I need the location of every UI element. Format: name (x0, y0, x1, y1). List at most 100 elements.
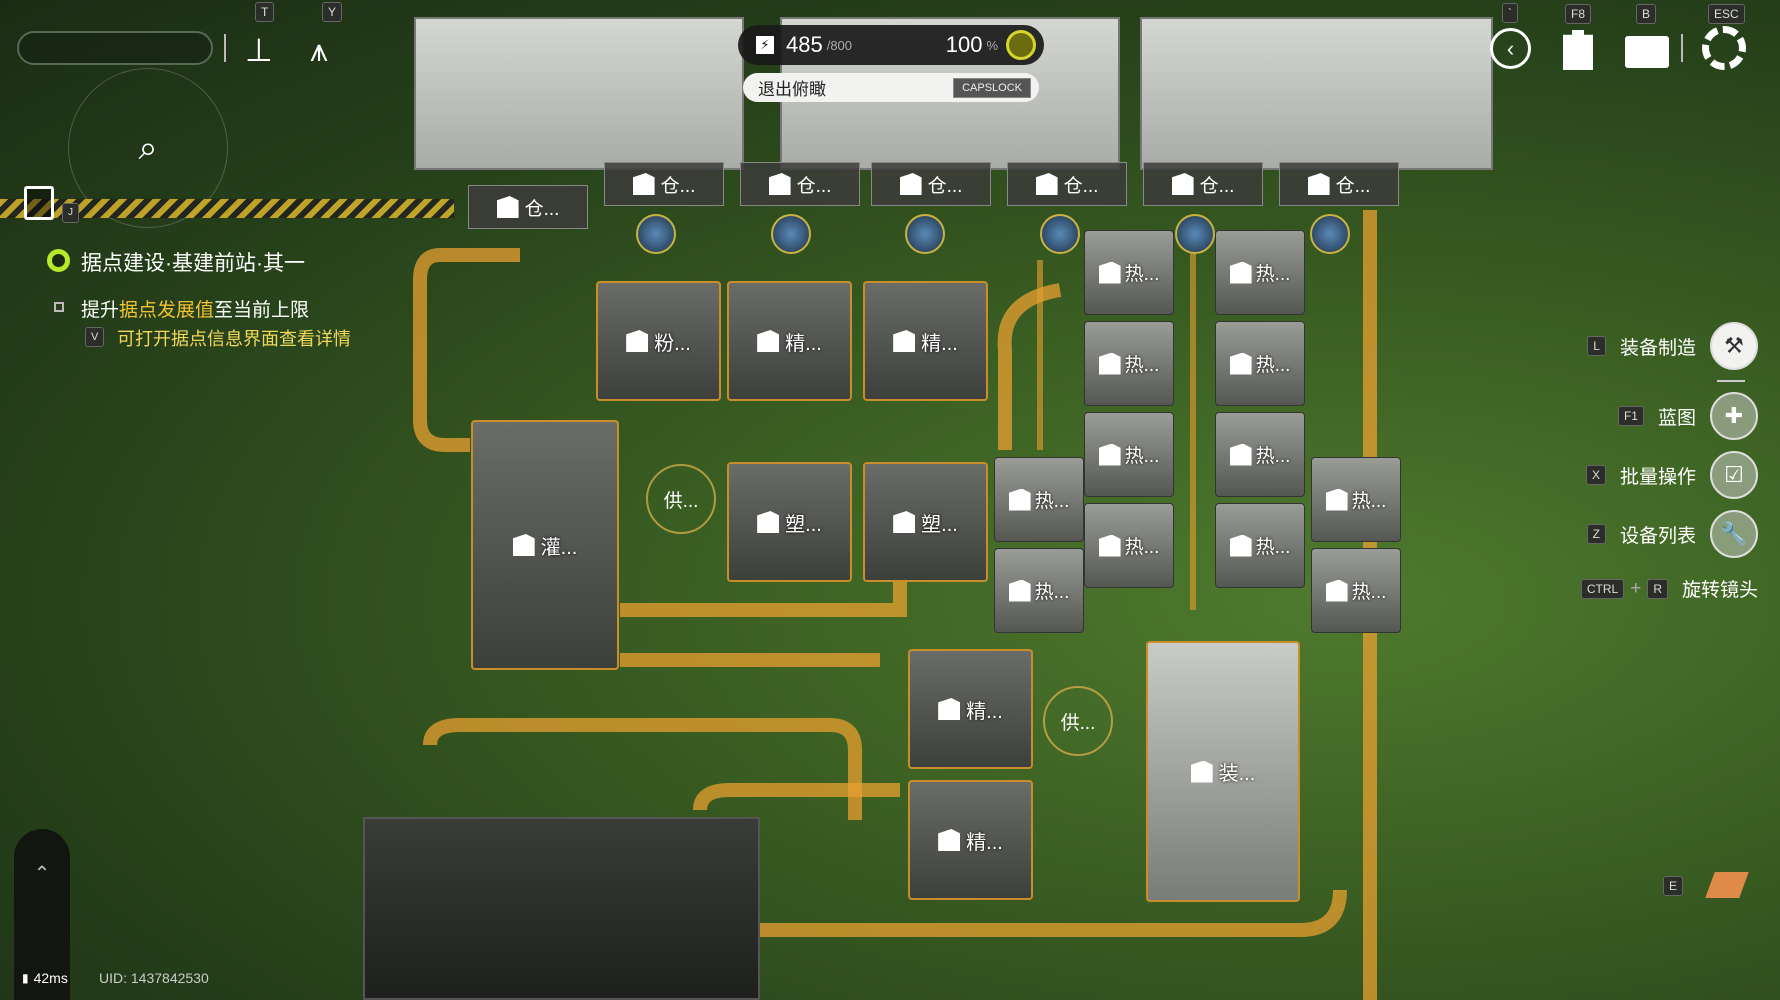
key-hint-e: E (1663, 876, 1684, 896)
refiner-icon (757, 330, 780, 352)
divider (1681, 34, 1683, 62)
machine-heater[interactable]: 热... (994, 548, 1084, 633)
key-hint-esc: ESC (1708, 4, 1745, 24)
resource-icon (771, 214, 811, 254)
filler-icon (512, 534, 535, 556)
machine-refiner[interactable]: 精... (908, 649, 1033, 769)
blueprint-add-icon: ✚ (1710, 392, 1758, 440)
warehouse-icon (1307, 173, 1330, 195)
resource-icon (636, 214, 676, 254)
machine-heater[interactable]: 热... (994, 457, 1084, 542)
key-hint-b: B (1636, 4, 1657, 24)
heater-icon (1325, 579, 1348, 602)
machine-assembler[interactable]: 装... (1146, 641, 1300, 902)
quest-hint: 可打开据点信息界面查看详情 (117, 329, 351, 349)
key-hint-capslock: CAPSLOCK (953, 77, 1031, 98)
machine-heater[interactable]: 热... (1311, 548, 1401, 633)
warehouse-icon (899, 173, 922, 195)
warehouse-port[interactable]: 仓... (1143, 162, 1263, 206)
machine-heater[interactable]: 热... (1311, 457, 1401, 542)
machine-heater[interactable]: 热... (1215, 230, 1305, 315)
divider (224, 34, 226, 62)
clipboard-icon[interactable] (1563, 30, 1593, 70)
battery-icon[interactable] (1006, 30, 1036, 60)
warehouse-icon (768, 173, 791, 195)
machine-refiner[interactable]: 精... (863, 281, 988, 401)
heater-icon (1098, 443, 1121, 466)
divider (1717, 380, 1745, 382)
map-search-icon: ⌕ (138, 128, 158, 167)
warehouse-port[interactable]: 仓... (468, 185, 588, 229)
key-hint-v: V (85, 327, 105, 347)
equipment-craft-icon: ⚒ (1710, 322, 1758, 370)
warehouse-port[interactable]: 仓... (1279, 162, 1399, 206)
supply-pylon[interactable]: 供... (1043, 686, 1113, 756)
expand-panel-button[interactable]: ⌃ (14, 829, 70, 1000)
tech-tree-icon[interactable]: ⩚ (310, 32, 329, 68)
molder-icon (757, 511, 780, 533)
ping-indicator: ▮42ms (22, 970, 68, 986)
machine-refiner[interactable]: 精... (727, 281, 852, 401)
quest-log-icon[interactable] (24, 186, 54, 220)
warehouse-port[interactable]: 仓... (1007, 162, 1127, 206)
refiner-icon (938, 698, 961, 720)
molder-icon (893, 511, 916, 533)
key-hint-y: Y (322, 2, 343, 22)
storage-block-left (414, 17, 744, 170)
wrench-icon: 🔧 (1710, 510, 1758, 558)
warehouse-port[interactable]: 仓... (604, 162, 724, 206)
machine-heater[interactable]: 热... (1215, 412, 1305, 497)
warehouse-icon (1035, 173, 1058, 195)
hazard-stripe (0, 199, 454, 218)
machine-heater[interactable]: 热... (1084, 412, 1174, 497)
machine-heater[interactable]: 热... (1215, 503, 1305, 588)
heater-icon (1008, 579, 1031, 602)
quest-title[interactable]: 据点建设·基建前站·其一 (81, 252, 305, 275)
power-bar: ⚡ 485 /800 100 % (738, 25, 1044, 65)
machine-heater[interactable]: 热... (1084, 321, 1174, 406)
key-hint-t: T (255, 2, 275, 22)
exit-overview-button[interactable]: 退出俯瞰 CAPSLOCK (743, 73, 1039, 102)
inventory-bag-icon[interactable] (1625, 36, 1669, 68)
warehouse-icon (496, 196, 519, 218)
machine-molder[interactable]: 塑... (863, 462, 988, 582)
resource-icon (905, 214, 945, 254)
resource-icon (1040, 214, 1080, 254)
heater-icon (1229, 352, 1252, 375)
machine-molder[interactable]: 塑... (727, 462, 852, 582)
machine-heater[interactable]: 热... (1084, 503, 1174, 588)
power-icon: ⚡ (756, 36, 774, 54)
uid-label: UID: 1437842530 (99, 970, 209, 986)
chevron-double-up-icon: ⌃ (33, 863, 51, 885)
settings-gear-button[interactable] (1702, 26, 1746, 70)
heater-icon (1229, 261, 1252, 284)
machine-heater[interactable]: 热... (1084, 230, 1174, 315)
back-button[interactable]: ‹ (1490, 28, 1531, 69)
machine-heater[interactable]: 热... (1215, 321, 1305, 406)
machine-filler[interactable]: 灌... (471, 420, 619, 670)
batch-check-icon: ☑ (1710, 451, 1758, 499)
signal-icon: ▮ (22, 971, 29, 985)
map-search-button[interactable]: ⌕ (68, 68, 228, 228)
key-hint-j: J (62, 203, 79, 223)
heater-icon (1229, 443, 1252, 466)
warehouse-icon (632, 173, 655, 195)
warehouse-port[interactable]: 仓... (740, 162, 860, 206)
resource-icon (1175, 214, 1215, 254)
machine-refiner[interactable]: 精... (908, 780, 1033, 900)
warehouse-port[interactable]: 仓... (871, 162, 991, 206)
network-tree-icon[interactable]: ⊥ (245, 32, 273, 68)
region-name-pill[interactable] (17, 31, 213, 65)
core-building[interactable] (363, 817, 760, 1000)
supply-pylon[interactable]: 供... (646, 464, 716, 534)
refiner-icon (938, 829, 961, 851)
machine-grinder[interactable]: 粉... (596, 281, 721, 401)
quest-tracker-icon (47, 249, 70, 272)
heater-icon (1098, 261, 1121, 284)
